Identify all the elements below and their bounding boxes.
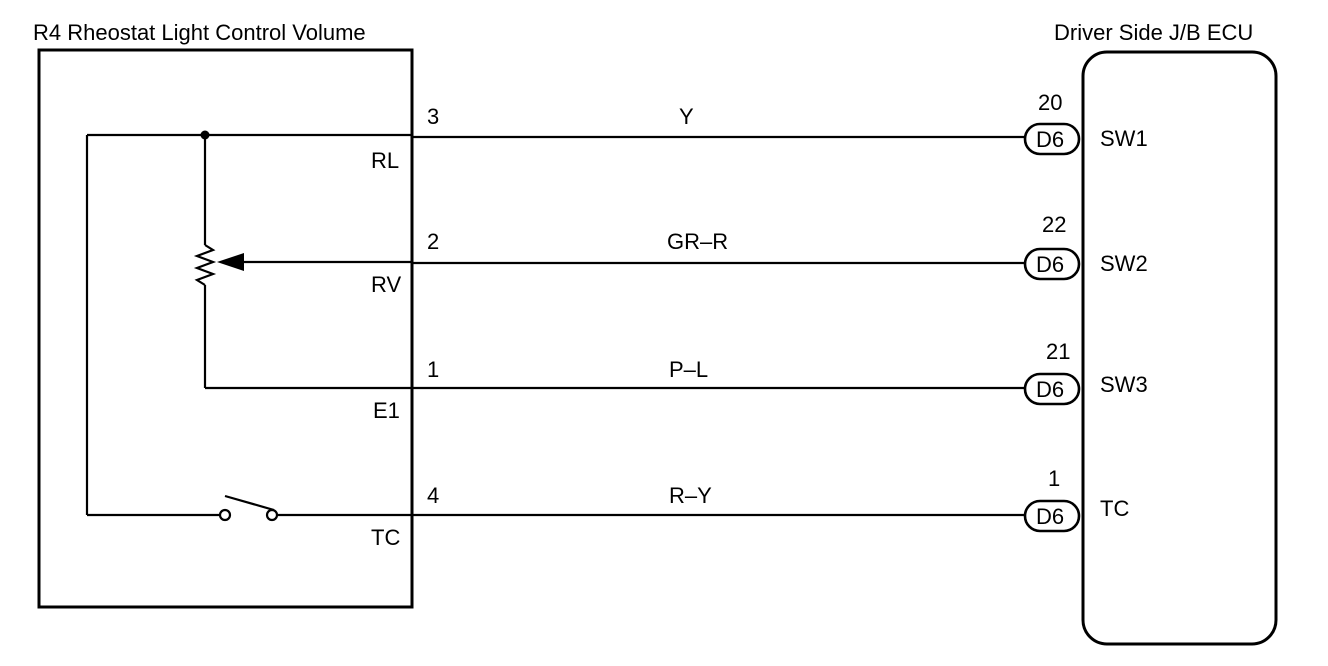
connector-label-sw3: D6 xyxy=(1036,377,1064,402)
switch-lever xyxy=(224,494,275,512)
wire-color-r-y: R–Y xyxy=(669,483,712,508)
right-term-tc: TC xyxy=(1100,496,1129,521)
left-pin-1: 1 xyxy=(427,357,439,382)
switch-contact-left xyxy=(218,508,232,522)
connector-d6-sw2 xyxy=(1023,247,1081,281)
connector-d6-tc xyxy=(1023,499,1081,533)
external-wires xyxy=(412,135,1025,517)
right-pin-22: 22 xyxy=(1042,212,1066,237)
left-term-e1: E1 xyxy=(373,398,400,423)
rheostat-internal-circuit xyxy=(85,130,412,522)
right-terminals: 20 D6 SW1 22 D6 SW2 21 D6 SW3 1 D6 TC xyxy=(1023,90,1148,533)
wire-color-p-l: P–L xyxy=(669,357,708,382)
right-component-title: Driver Side J/B ECU xyxy=(1054,20,1253,45)
ecu-box xyxy=(1081,50,1278,646)
wire-color-gr-r: GR–R xyxy=(667,229,728,254)
right-pin-20: 20 xyxy=(1038,90,1062,115)
left-term-rv: RV xyxy=(371,272,401,297)
connector-label-sw2: D6 xyxy=(1036,252,1064,277)
left-term-rl: RL xyxy=(371,148,399,173)
left-pin-4: 4 xyxy=(427,483,439,508)
left-terminals: 3 RL 2 RV 1 E1 4 TC xyxy=(371,104,439,550)
left-pin-3: 3 xyxy=(427,104,439,129)
connector-label-tc: D6 xyxy=(1036,504,1064,529)
connector-d6-sw1 xyxy=(1023,122,1081,156)
wiper-arrow-icon xyxy=(217,253,244,271)
right-pin-21: 21 xyxy=(1046,339,1070,364)
left-pin-2: 2 xyxy=(427,229,439,254)
left-term-tc: TC xyxy=(371,525,400,550)
rheostat-box xyxy=(37,48,414,609)
right-term-sw3: SW3 xyxy=(1100,372,1148,397)
left-component-title: R4 Rheostat Light Control Volume xyxy=(33,20,366,45)
wire-color-y: Y xyxy=(679,104,694,129)
connector-d6-sw3 xyxy=(1023,372,1081,406)
switch-contact-right xyxy=(265,508,279,522)
connector-label-sw1: D6 xyxy=(1036,127,1064,152)
resistor-icon xyxy=(193,244,217,286)
right-term-sw2: SW2 xyxy=(1100,251,1148,276)
right-pin-1: 1 xyxy=(1048,466,1060,491)
right-term-sw1: SW1 xyxy=(1100,126,1148,151)
wire-color-labels: Y GR–R P–L R–Y xyxy=(667,104,728,508)
